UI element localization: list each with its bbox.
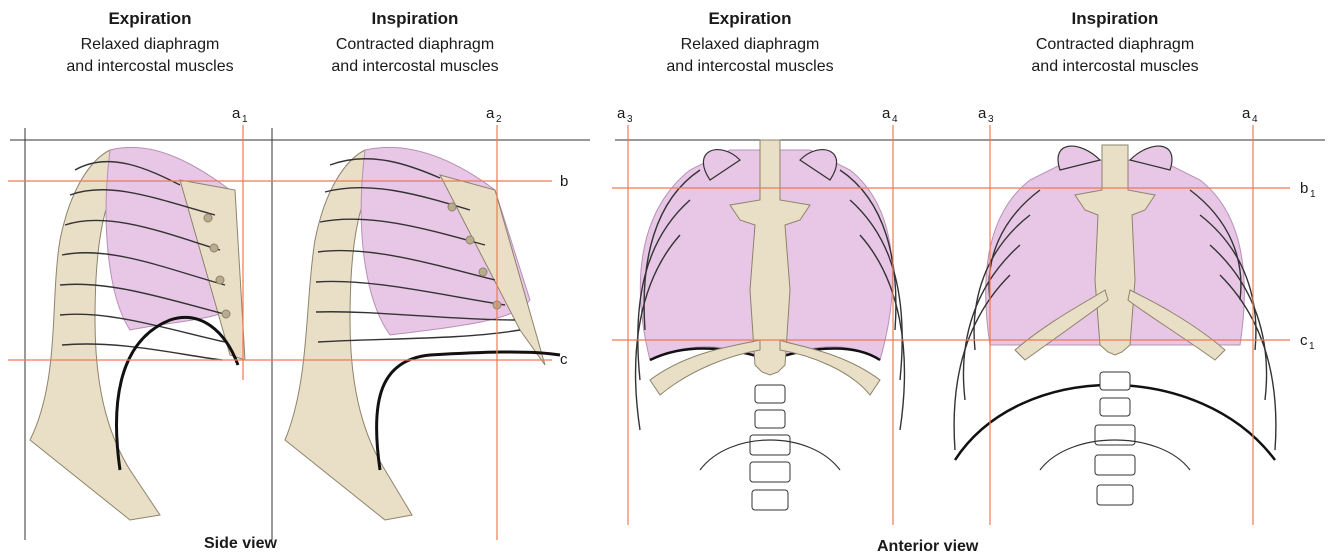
label-c1-subscript: 1 (1309, 341, 1315, 352)
label-a4-subscript: 4 (892, 114, 898, 125)
anterior-view-caption: Anterior view (877, 538, 978, 556)
label-a3-second: a (978, 105, 987, 122)
label-b1-subscript: 1 (1310, 189, 1316, 200)
label-c1: c (1300, 332, 1308, 349)
label-a1-subscript: 1 (242, 114, 248, 125)
side-expiration-ribcage (30, 147, 245, 520)
label-a2: a (486, 105, 495, 122)
label-a4-second-subscript: 4 (1252, 114, 1258, 125)
side-inspiration-ribcage (285, 147, 560, 520)
label-c: c (560, 351, 568, 368)
label-a4: a (882, 105, 891, 122)
label-a3-subscript: 3 (627, 114, 633, 125)
label-b1: b (1300, 180, 1308, 197)
anterior-expiration-ribcage (636, 140, 905, 510)
anterior-inspiration-ribcage (954, 145, 1276, 505)
label-b: b (560, 173, 568, 190)
label-a2-subscript: 2 (496, 114, 502, 125)
label-a4-second: a (1242, 105, 1251, 122)
label-a3-second-subscript: 3 (988, 114, 994, 125)
label-a1: a (232, 105, 241, 122)
side-view-caption: Side view (204, 535, 277, 553)
label-a3: a (617, 105, 626, 122)
